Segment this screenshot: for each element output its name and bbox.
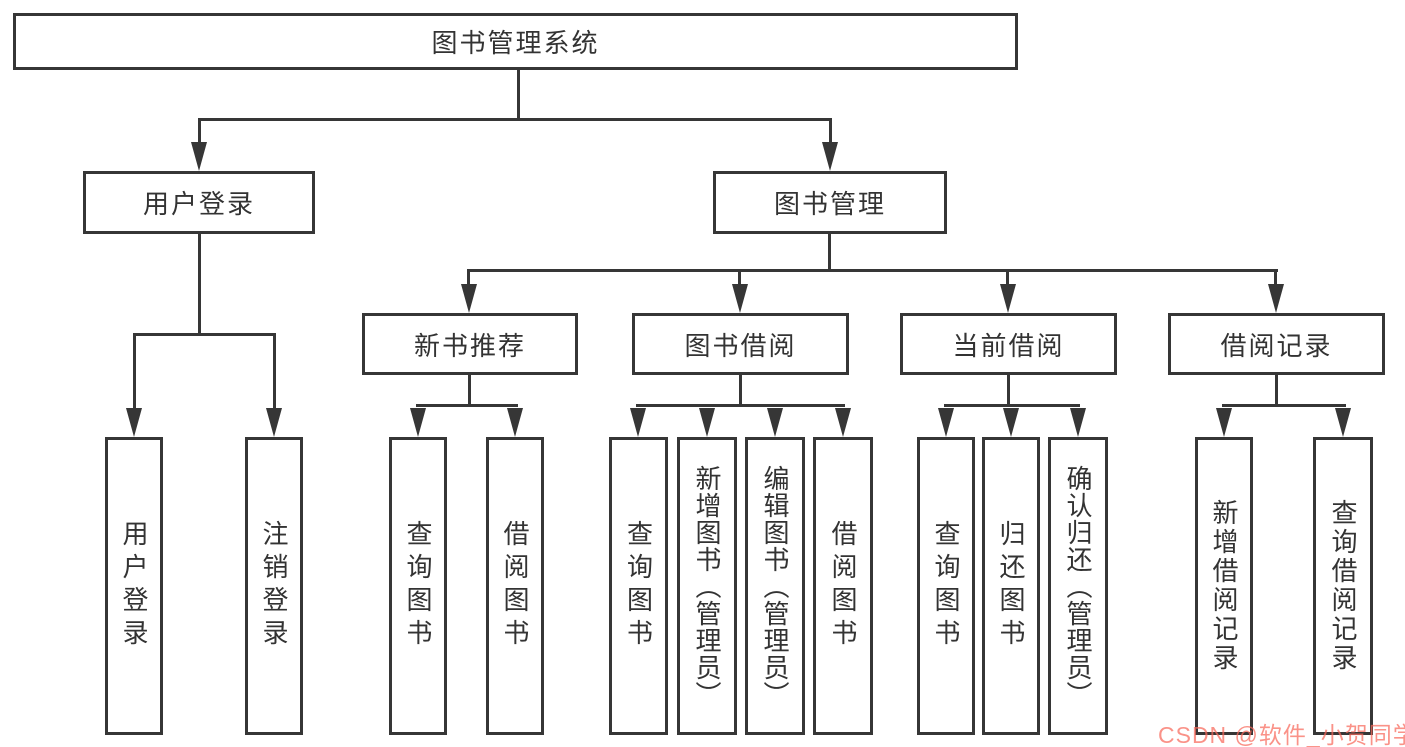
arrowhead-down-icon	[461, 284, 477, 313]
connector-line	[738, 269, 741, 287]
connector-line	[468, 375, 471, 406]
node-book-management-label: 图书管理	[773, 189, 886, 219]
arrowhead-down-icon	[1216, 408, 1232, 437]
leaf-br-add-record: 新增借阅记录	[1195, 437, 1253, 735]
connector-line	[828, 234, 831, 271]
connector-line	[198, 234, 201, 335]
arrowhead-down-icon	[191, 142, 207, 171]
connector-line	[133, 333, 136, 409]
arrowhead-down-icon	[126, 408, 142, 437]
leaf-rec-query-books: 查询图书	[389, 437, 447, 735]
connector-line	[636, 404, 845, 407]
connector-line	[133, 333, 276, 336]
node-library-system-label: 图书管理系统	[431, 28, 600, 58]
node-library-system: 图书管理系统	[13, 13, 1018, 70]
arrowhead-down-icon	[1335, 408, 1351, 437]
leaf-bb-edit-books-admin: 编辑图书（管理员）	[745, 437, 805, 735]
leaf-bb-borrow-books-label: 借阅图书	[828, 520, 858, 652]
leaf-logout-label: 注销登录	[259, 520, 289, 652]
leaf-rec-borrow-books: 借阅图书	[486, 437, 544, 735]
connector-line	[467, 269, 470, 287]
node-new-book-recommend-label: 新书推荐	[413, 330, 526, 361]
arrowhead-down-icon	[1000, 284, 1016, 313]
connector-line	[517, 70, 520, 121]
connector-line	[739, 375, 742, 406]
arrowhead-down-icon	[1070, 408, 1086, 437]
watermark: CSDN @软件_小贺同学	[1158, 722, 1405, 747]
arrowhead-down-icon	[732, 284, 748, 313]
node-user-login: 用户登录	[83, 171, 315, 234]
leaf-rec-borrow-books-label: 借阅图书	[500, 520, 530, 652]
node-book-borrow-label: 图书借阅	[684, 330, 797, 361]
connector-line	[1274, 269, 1277, 287]
connector-line	[198, 118, 201, 146]
leaf-rec-query-books-label: 查询图书	[403, 520, 433, 652]
node-current-borrow-label: 当前借阅	[952, 330, 1065, 361]
arrowhead-down-icon	[410, 408, 426, 437]
arrowhead-down-icon	[835, 408, 851, 437]
connector-line	[1006, 269, 1009, 287]
leaf-cb-query-books: 查询图书	[917, 437, 975, 735]
node-book-management: 图书管理	[713, 171, 947, 234]
node-current-borrow: 当前借阅	[900, 313, 1117, 375]
connector-line	[829, 118, 832, 146]
arrowhead-down-icon	[507, 408, 523, 437]
connector-line	[416, 404, 518, 407]
connector-line	[1222, 404, 1346, 407]
node-borrow-records-label: 借阅记录	[1220, 330, 1333, 361]
arrowhead-down-icon	[266, 408, 282, 437]
leaf-logout: 注销登录	[245, 437, 303, 735]
leaf-bb-add-books-admin-label: 新增图书（管理员）	[692, 464, 722, 708]
leaf-user-login: 用户登录	[105, 437, 163, 735]
node-book-borrow: 图书借阅	[632, 313, 849, 375]
leaf-bb-query-books: 查询图书	[609, 437, 668, 735]
leaf-bb-borrow-books: 借阅图书	[813, 437, 873, 735]
node-borrow-records: 借阅记录	[1168, 313, 1385, 375]
leaf-br-query-record-label: 查询借阅记录	[1328, 499, 1358, 673]
arrowhead-down-icon	[938, 408, 954, 437]
connector-line	[467, 269, 1278, 272]
connector-line	[1275, 375, 1278, 406]
arrowhead-down-icon	[699, 408, 715, 437]
arrowhead-down-icon	[1003, 408, 1019, 437]
node-user-login-label: 用户登录	[142, 189, 255, 219]
leaf-bb-query-books-label: 查询图书	[623, 520, 654, 652]
arrowhead-down-icon	[1268, 284, 1284, 313]
leaf-br-query-record: 查询借阅记录	[1313, 437, 1373, 735]
node-new-book-recommend: 新书推荐	[362, 313, 578, 375]
connector-line	[1007, 375, 1010, 406]
leaf-cb-query-books-label: 查询图书	[931, 520, 961, 652]
leaf-cb-confirm-return-admin-label: 确认归还（管理员）	[1063, 464, 1093, 708]
leaf-bb-add-books-admin: 新增图书（管理员）	[677, 437, 737, 735]
connector-line	[944, 404, 1080, 407]
arrowhead-down-icon	[767, 408, 783, 437]
leaf-user-login-label: 用户登录	[119, 520, 149, 652]
leaf-br-add-record-label: 新增借阅记录	[1209, 499, 1239, 673]
leaf-cb-return-books: 归还图书	[982, 437, 1040, 735]
leaf-cb-return-books-label: 归还图书	[996, 520, 1026, 652]
connector-line	[273, 333, 276, 409]
leaf-bb-edit-books-admin-label: 编辑图书（管理员）	[760, 464, 790, 708]
arrowhead-down-icon	[630, 408, 646, 437]
leaf-cb-confirm-return-admin: 确认归还（管理员）	[1048, 437, 1108, 735]
arrowhead-down-icon	[822, 142, 838, 171]
connector-line	[198, 118, 832, 121]
